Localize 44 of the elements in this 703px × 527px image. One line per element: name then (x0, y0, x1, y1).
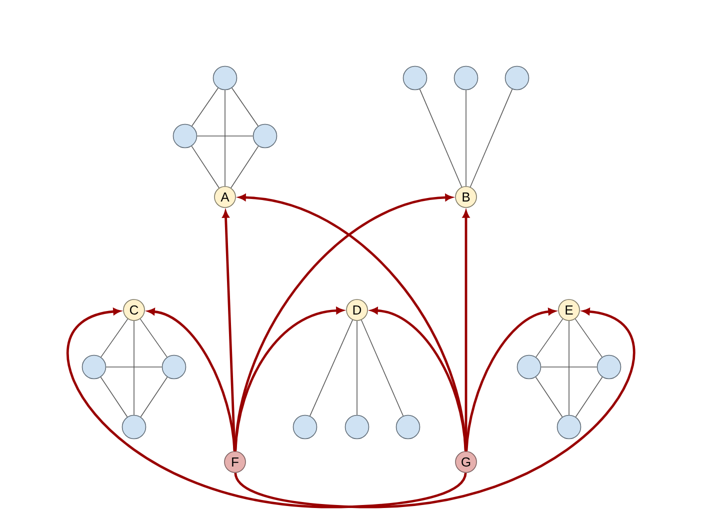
circle-node (292, 414, 318, 440)
circle-node (402, 66, 428, 90)
connector-line (536, 318, 564, 358)
curved-arrow (234, 308, 635, 508)
connector-line (575, 376, 603, 418)
circle-node (454, 66, 478, 90)
connector-line (224, 90, 226, 186)
curved-arrow (370, 307, 467, 452)
curved-arrow (148, 308, 236, 452)
connector-line (232, 88, 258, 126)
circle-node (252, 124, 278, 148)
circle-node (556, 414, 582, 440)
circle-node (172, 124, 198, 148)
connector-line (470, 88, 513, 188)
circle-node (516, 354, 542, 380)
connector-line (356, 320, 358, 416)
connector-line (140, 318, 168, 358)
connector-line (192, 88, 218, 126)
circle-node (344, 414, 370, 440)
circle-node (82, 354, 106, 380)
connector-line (140, 376, 168, 418)
connector-line (100, 318, 128, 358)
arrow (222, 210, 236, 452)
connector-line (100, 376, 128, 418)
connector-line (191, 146, 220, 188)
circle-node (162, 354, 186, 380)
circle-node (396, 414, 420, 440)
curved-arrow (234, 307, 344, 452)
connector-line (360, 320, 404, 416)
circle-node (504, 66, 530, 90)
connector-line (568, 320, 570, 416)
circle-node (122, 414, 146, 440)
circle-node (212, 66, 238, 90)
connector-line (419, 88, 462, 188)
arrow (462, 210, 470, 452)
connector-line (535, 376, 563, 418)
connector-line (230, 146, 259, 188)
connector-line (106, 366, 162, 368)
curved-arrow (465, 308, 556, 452)
circle-node (596, 354, 622, 380)
connector-line (540, 366, 598, 368)
connector-line (310, 320, 353, 416)
curved-arrow (66, 308, 467, 508)
connector-line (574, 318, 602, 358)
